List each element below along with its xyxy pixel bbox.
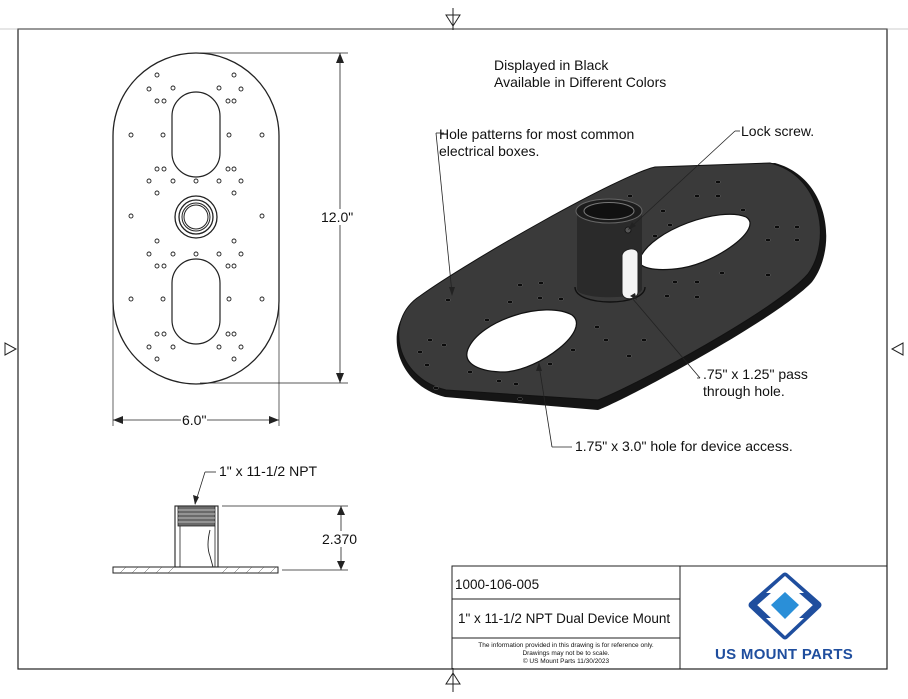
disclaimer: The information provided in this drawing… — [452, 642, 680, 666]
part-number: 1000-106-005 — [455, 577, 540, 592]
disclaimer-line1: The information provided in this drawing… — [478, 642, 654, 649]
device-hole-back — [638, 213, 751, 271]
plate-holes — [417, 180, 800, 401]
device-hole-note: 1.75" x 3.0" hole for device access. — [575, 438, 793, 454]
color-note-line2: Available in Different Colors — [494, 74, 667, 90]
side-view — [112, 471, 348, 574]
pass-hole-note-line1: .75" x 1.25" pass — [703, 366, 808, 382]
boss-pass-slot — [621, 248, 639, 300]
width-dimension-label: 6.0" — [181, 412, 208, 428]
mounting-holes — [128, 72, 265, 362]
center-mark-left — [4, 342, 18, 356]
device-slot-bottom — [171, 258, 221, 345]
hole-pattern-note-line1: Hole patterns for most common — [439, 126, 635, 142]
pass-hole-note-line2: through hole. — [703, 383, 785, 399]
device-slot-top — [171, 91, 221, 178]
device-hole-front — [466, 309, 578, 373]
hole-pattern-note-line2: electrical boxes. — [439, 143, 540, 159]
color-note-line1: Displayed in Black — [494, 57, 609, 73]
thread-spec-label: 1" x 11-1/2 NPT — [219, 463, 318, 479]
disclaimer-line3: © US Mount Parts 11/30/2023 — [522, 658, 610, 665]
top-view — [112, 52, 348, 426]
center-mark-right — [890, 342, 904, 356]
height-dimension-label: 12.0" — [320, 209, 355, 225]
side-height-dimension-label: 2.370 — [321, 531, 359, 547]
side-plate — [112, 566, 279, 574]
title-block — [451, 565, 888, 670]
disclaimer-line2: Drawings may not be to scale. — [522, 650, 610, 657]
brand-logo — [748, 572, 822, 640]
part-title: 1" x 11-1/2 NPT Dual Device Mount — [458, 611, 671, 626]
isometric-render — [396, 130, 827, 448]
lock-screw-note: Lock screw. — [741, 123, 815, 139]
brand-name: US MOUNT PARTS — [715, 646, 854, 663]
